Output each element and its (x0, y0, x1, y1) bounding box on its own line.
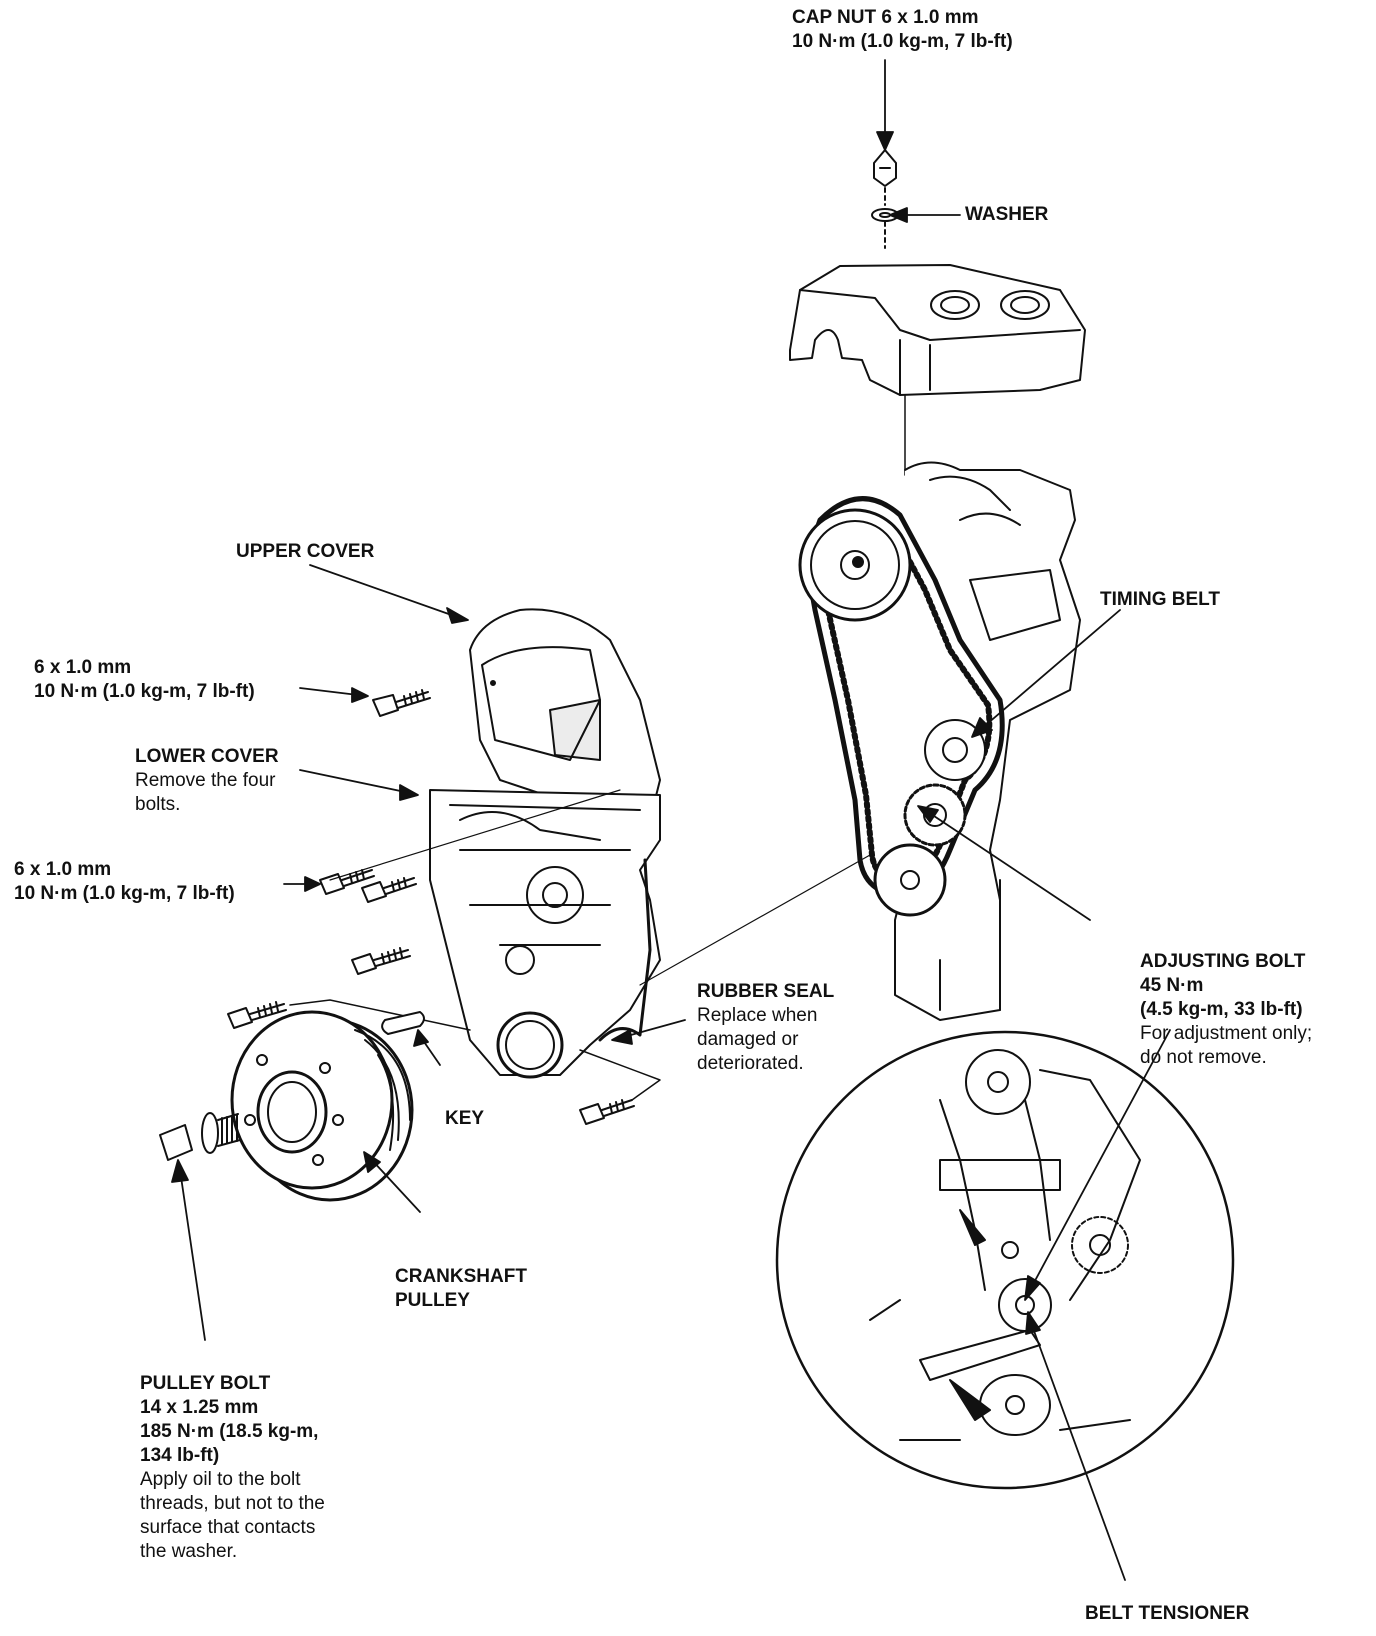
rubber-seal-note-1: Replace when (697, 1005, 818, 1026)
crankshaft-pulley-title-2: PULLEY (395, 1290, 470, 1311)
upper-cover-title: UPPER COVER (236, 541, 375, 562)
lower-bolt-torque: 10 N·m (1.0 kg-m, 7 lb-ft) (14, 883, 235, 904)
rotation-arrow-icon (959, 1209, 986, 1246)
rubber-seal-title: RUBBER SEAL (697, 981, 835, 1002)
adjusting-bolt-note-2: do not remove. (1140, 1047, 1267, 1068)
rubber-seal-strip (598, 858, 652, 1042)
assembly-lines (289, 999, 661, 1101)
cap-nut-part (873, 149, 897, 187)
key-title: KEY (445, 1108, 485, 1129)
leader-lines (171, 59, 1171, 1581)
detail-inset (775, 1030, 1235, 1490)
water-pump-pulley-part (924, 719, 986, 781)
upper-bolt-torque: 10 N·m (1.0 kg-m, 7 lb-ft) (34, 681, 255, 702)
pulley-bolt-label: PULLEY BOLT 14 x 1.25 mm 185 N·m (18.5 k… (140, 1372, 325, 1564)
lower-cover-bolt-4 (227, 1001, 287, 1029)
crankshaft-pulley-part (230, 1010, 414, 1202)
pulley-bolt-title: PULLEY BOLT (140, 1373, 271, 1394)
pulley-bolt-note-2: threads, but not to the (140, 1493, 325, 1514)
rubber-seal-note-3: deteriorated. (697, 1053, 804, 1074)
adjusting-bolt-label: ADJUSTING BOLT 45 N·m (4.5 kg-m, 33 lb-f… (1140, 950, 1312, 1070)
cap-nut-label: CAP NUT 6 x 1.0 mm 10 N·m (1.0 kg-m, 7 l… (792, 6, 1013, 54)
crankshaft-pulley-label: CRANKSHAFT PULLEY (395, 1265, 527, 1313)
cap-nut-title: CAP NUT 6 x 1.0 mm (792, 7, 979, 28)
camshaft-pulley-part (798, 508, 912, 622)
pulley-bolt-part (159, 1112, 241, 1161)
rubber-seal-note-2: damaged or (697, 1029, 799, 1050)
rubber-seal-label: RUBBER SEAL Replace when damaged or dete… (697, 980, 834, 1076)
key-part (381, 1011, 425, 1035)
washer-title: WASHER (965, 204, 1049, 225)
head-cover-part (789, 264, 1086, 396)
key-label: KEY (445, 1107, 484, 1131)
belt-tensioner-title: BELT TENSIONER (1085, 1603, 1250, 1624)
upper-bolt-label: 6 x 1.0 mm 10 N·m (1.0 kg-m, 7 lb-ft) (34, 656, 255, 704)
crankshaft-pulley-title: CRANKSHAFT (395, 1266, 527, 1287)
pulley-bolt-note-4: the washer. (140, 1541, 238, 1562)
lower-bolt-label: 6 x 1.0 mm 10 N·m (1.0 kg-m, 7 lb-ft) (14, 858, 235, 906)
pulley-bolt-note-1: Apply oil to the bolt (140, 1469, 301, 1490)
pulley-bolt-torque: 185 N·m (18.5 kg-m, (140, 1421, 319, 1442)
rotation-arrow-icon (949, 1379, 991, 1421)
pulley-bolt-torque-alt: 134 lb-ft) (140, 1445, 220, 1466)
lower-cover-note-1: Remove the four (135, 770, 276, 791)
lower-cover-note-2: bolts. (135, 794, 181, 815)
adjusting-bolt-note-1: For adjustment only; (1140, 1023, 1313, 1044)
pulley-bolt-note-3: surface that contacts (140, 1517, 316, 1538)
cap-nut-torque: 10 N·m (1.0 kg-m, 7 lb-ft) (792, 31, 1013, 52)
lower-cover-bolt-5 (579, 1099, 635, 1125)
upper-bolt-size: 6 x 1.0 mm (34, 657, 132, 678)
adjusting-bolt-torque: 45 N·m (1140, 975, 1204, 996)
upper-cover-part (469, 608, 661, 821)
adjusting-bolt-torque-alt: (4.5 kg-m, 33 lb-ft) (1140, 999, 1303, 1020)
lower-cover-bolt-3 (351, 947, 411, 975)
tensioner-pulley-part (873, 843, 947, 917)
upper-cover-bolt (372, 689, 431, 717)
lower-cover-part (429, 789, 661, 1076)
washer-label: WASHER (965, 203, 1048, 227)
lower-cover-label: LOWER COVER Remove the four bolts. (135, 745, 279, 817)
adjusting-bolt-title: ADJUSTING BOLT (1140, 951, 1306, 972)
pulley-bolt-size: 14 x 1.25 mm (140, 1397, 259, 1418)
upper-cover-label: UPPER COVER (236, 540, 374, 564)
rubber-seal-part (496, 1011, 564, 1079)
timing-belt-title: TIMING BELT (1100, 589, 1220, 610)
lower-cover-title: LOWER COVER (135, 746, 279, 767)
belt-tensioner-label: BELT TENSIONER (1085, 1602, 1249, 1626)
timing-belt-label: TIMING BELT (1100, 588, 1220, 612)
lower-cover-bolt-2 (361, 877, 417, 903)
lower-cover-bolt-1 (319, 869, 375, 895)
lower-bolt-size: 6 x 1.0 mm (14, 859, 112, 880)
